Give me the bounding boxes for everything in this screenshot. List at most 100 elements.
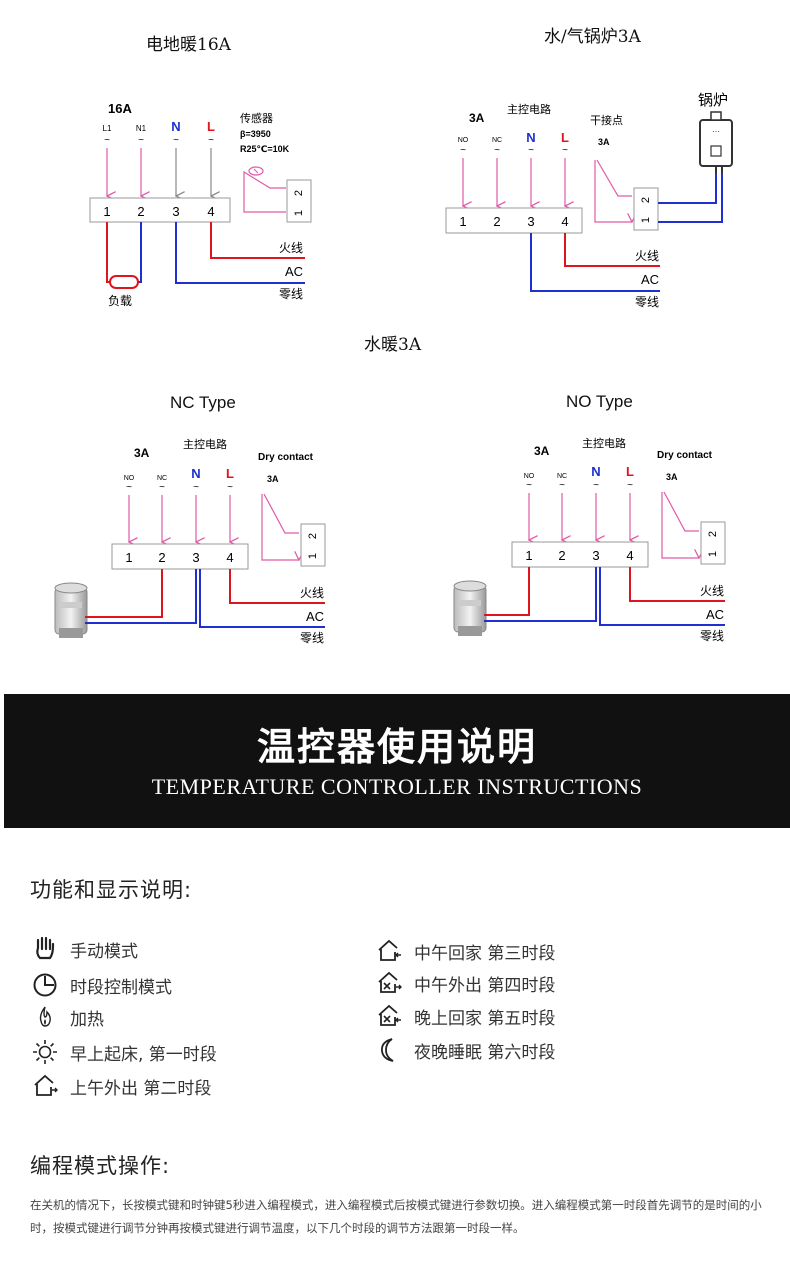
tilde-1: ~ [460, 145, 466, 156]
floor-heating-title: 电地暖16A [146, 35, 231, 55]
nc-neutral: 零线 [300, 631, 324, 645]
valve-wiring-diagrams: 3A 主控电路 Dry contact 3A NO NC N L ~ ~ ~ ~… [54, 436, 726, 645]
tilde-2: ~ [559, 480, 565, 491]
programming-text: 在关机的情况下，长按模式键和时钟键5秒进入编程模式，进入编程模式后按模式键进行参… [30, 1198, 762, 1235]
block-num-2: 2 [558, 548, 565, 563]
contact-pin-1: 1 [307, 553, 319, 559]
actuator-icon [453, 580, 487, 636]
floor-heating-diagram: 16A L1 N1 N L ~ ~ ~ ~ 1 2 3 4 传感器 β=3950… [89, 101, 312, 308]
dry-contact-terminal [300, 523, 326, 567]
block-num-3: 3 [527, 214, 534, 229]
terminal-label-l1: L1 [103, 124, 112, 133]
tilde-3: ~ [528, 145, 534, 156]
no-main-circuit: 主控电路 [582, 436, 626, 450]
dry-contact-terminal [700, 521, 726, 565]
terminal-block [511, 541, 649, 568]
boiler-main-circuit: 主控电路 [507, 102, 551, 116]
terminal-label-no: NO [524, 473, 535, 480]
banner-subtitle: TEMPERATURE CONTROLLER INSTRUCTIONS [151, 774, 643, 799]
legend-fourth-period: 中午外出 第四时段 [376, 970, 555, 996]
sensor-pin-1: 1 [293, 210, 305, 216]
no-dry-rating: 3A [666, 472, 678, 482]
tilde-4: ~ [562, 145, 568, 156]
legend-manual-mode: 手动模式 [32, 936, 138, 962]
terminal-block [445, 207, 583, 234]
terminal-label-no: NO [124, 475, 135, 482]
contact-pin-1: 1 [640, 217, 652, 223]
tilde-2: ~ [138, 135, 144, 146]
block-num-4: 4 [561, 214, 568, 229]
legend-label: 中午回家 第三时段 [414, 943, 556, 964]
legend-label: 晚上回家 第五时段 [414, 1008, 556, 1029]
floor-neutral: 零线 [279, 287, 303, 301]
floor-live: 火线 [279, 241, 303, 255]
sensor-r25: R25℃=10K [240, 144, 290, 154]
no-neutral: 零线 [700, 629, 724, 643]
terminal-label-no: NO [458, 137, 469, 144]
legend-label: 夜晚睡眠 第六时段 [414, 1042, 556, 1063]
tilde-4: ~ [208, 135, 214, 146]
sensor-beta: β=3950 [240, 129, 271, 139]
tilde-3: ~ [193, 482, 199, 493]
house-leave-icon [34, 1074, 58, 1096]
nc-dry-rating: 3A [267, 474, 279, 484]
no-dry-contact: Dry contact [657, 450, 713, 461]
terminal-label-n: N [171, 119, 180, 134]
block-num-1: 1 [125, 550, 132, 565]
load-label: 负载 [108, 294, 132, 308]
contact-pin-2: 2 [640, 197, 652, 203]
terminal-label-n: N [526, 130, 535, 145]
sensor-label: 传感器 [240, 112, 273, 125]
terminal-label-n1: N1 [136, 124, 147, 133]
terminal-label-n: N [191, 466, 200, 481]
block-num-3: 3 [192, 550, 199, 565]
banner-title: 温控器使用说明 [256, 724, 537, 769]
terminal-label-l: L [207, 119, 215, 134]
no-live: 火线 [700, 584, 724, 598]
legend-first-period: 早上起床, 第一时段 [32, 1039, 217, 1065]
svg-text:···: ··· [712, 127, 720, 136]
block-num-4: 4 [626, 548, 633, 563]
legend-label: 加热 [70, 1009, 104, 1030]
legend-fifth-period: 晚上回家 第五时段 [376, 1003, 555, 1029]
boiler-ac: AC [641, 272, 659, 287]
legend-label: 时段控制模式 [70, 977, 172, 998]
sensor-terminal [286, 179, 312, 223]
nc-type-diagram: 3A 主控电路 Dry contact 3A NO NC N L ~ ~ ~ ~… [54, 437, 326, 645]
dry-contact-terminal [633, 187, 659, 231]
tilde-3: ~ [173, 135, 179, 146]
nc-type-title: NC Type [170, 393, 236, 412]
block-num-4: 4 [226, 550, 233, 565]
terminal-block [111, 543, 249, 570]
legend-label: 手动模式 [70, 941, 138, 962]
legend-third-period: 中午回家 第三时段 [376, 938, 555, 964]
no-type-title: NO Type [566, 392, 633, 411]
boiler-dry-contact: 干接点 [590, 114, 623, 127]
moon-icon [381, 1038, 394, 1062]
contact-pin-1: 1 [707, 551, 719, 557]
tilde-2: ~ [159, 482, 165, 493]
terminal-label-nc: NC [557, 473, 567, 480]
boiler-diagram: 3A 主控电路 干接点 3A NO NC N L ~ ~ ~ ~ 1 2 3 4… [445, 92, 733, 309]
tilde-1: ~ [526, 480, 532, 491]
instructions-banner: 温控器使用说明 TEMPERATURE CONTROLLER INSTRUCTI… [4, 694, 790, 828]
block-num-2: 2 [137, 204, 144, 219]
tilde-1: ~ [104, 135, 110, 146]
no-rating: 3A [534, 444, 550, 458]
boiler-label: 锅炉 [698, 92, 728, 109]
no-type-diagram: 3A 主控电路 Dry contact 3A NO NC N L ~ ~ ~ ~… [453, 436, 726, 643]
nc-dry-contact: Dry contact [258, 452, 314, 463]
block-num-2: 2 [493, 214, 500, 229]
contact-pin-2: 2 [707, 531, 719, 537]
flame-icon [39, 1006, 51, 1027]
house-evening-icon [378, 1004, 401, 1026]
house-out-icon [378, 971, 402, 993]
functions-heading: 功能和显示说明: [30, 878, 193, 902]
nc-ac: AC [306, 609, 324, 624]
no-ac: AC [706, 607, 724, 622]
water-heating-title: 水暖3A [364, 335, 422, 355]
house-return-icon [378, 939, 401, 961]
tilde-3: ~ [593, 480, 599, 491]
block-num-1: 1 [525, 548, 532, 563]
block-num-3: 3 [172, 204, 179, 219]
